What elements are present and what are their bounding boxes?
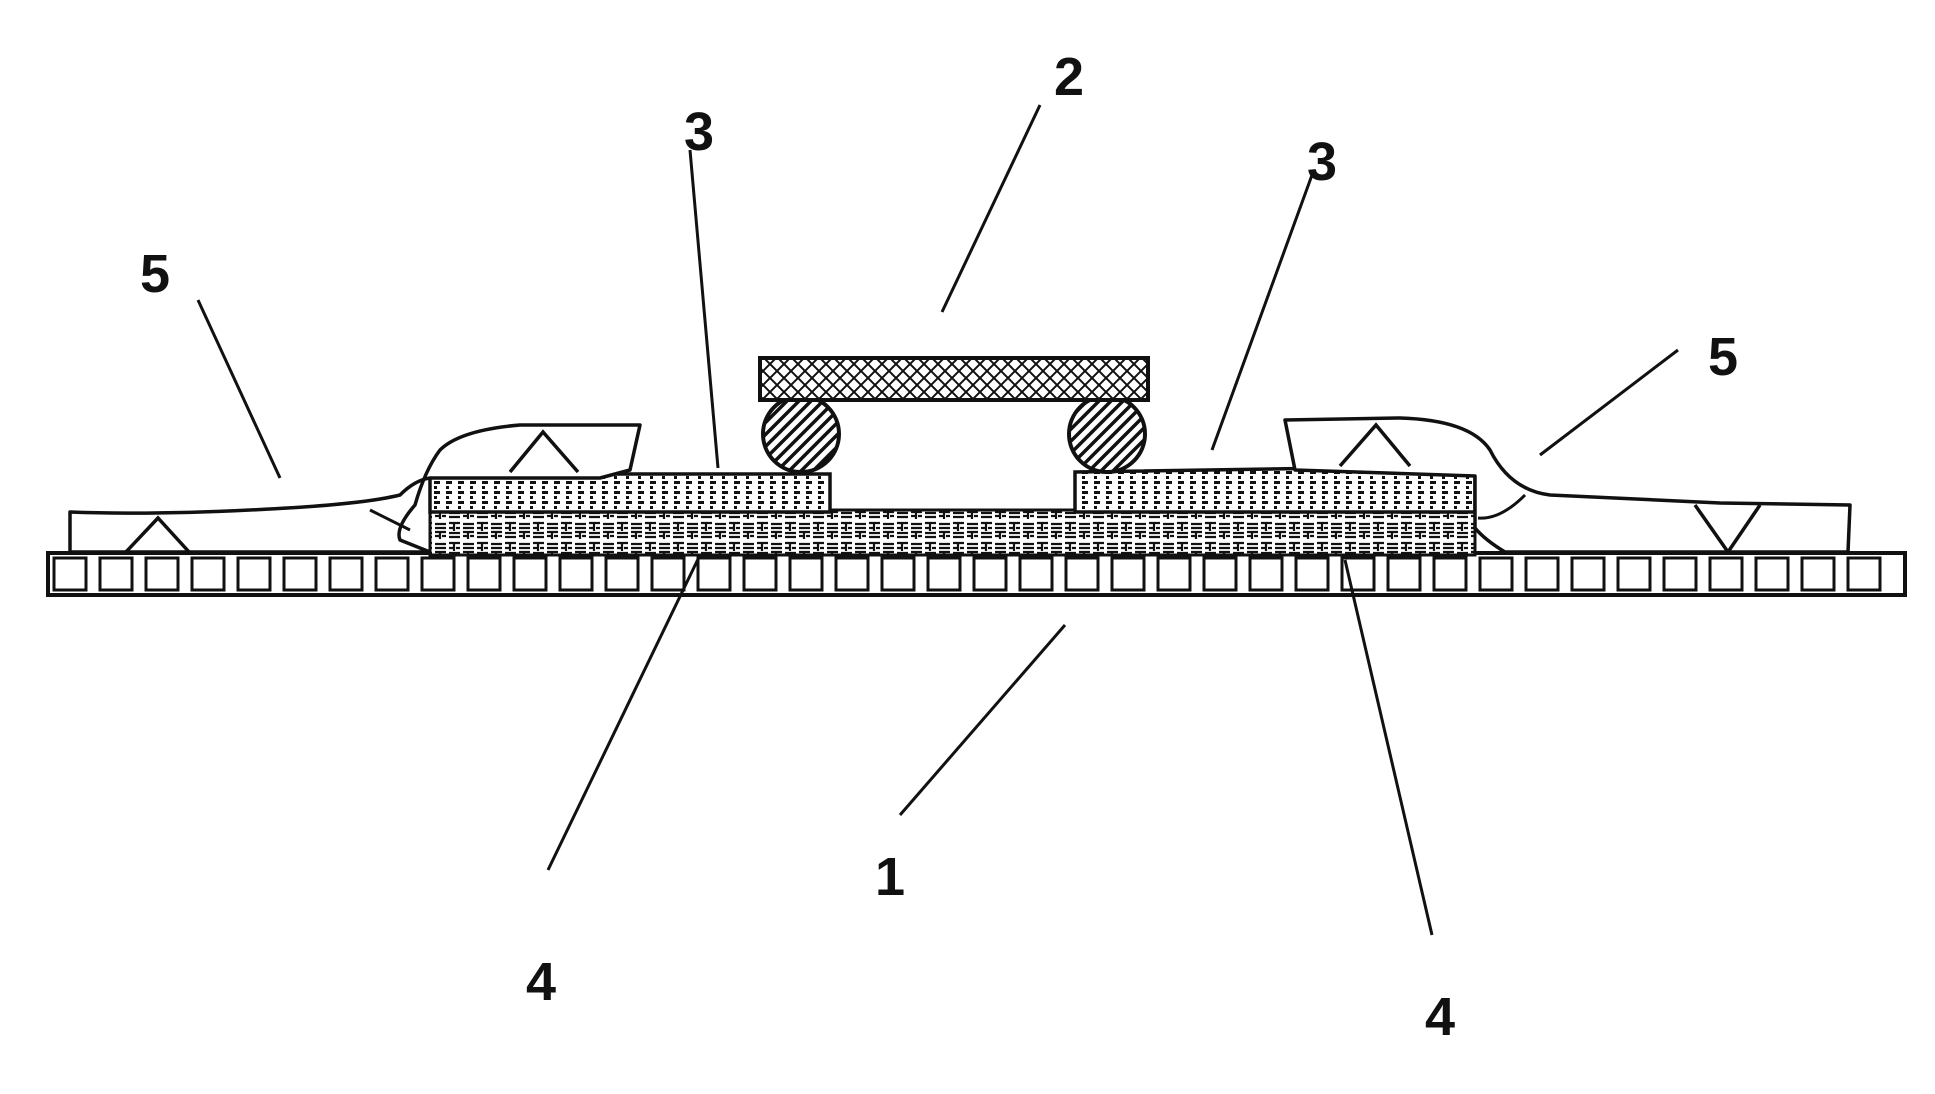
substrate-cell: [1066, 558, 1098, 590]
label-3-left: 3: [684, 102, 714, 162]
substrate-cell: [100, 558, 132, 590]
leader-line-3-right: [1212, 175, 1312, 450]
leader-line-1: [900, 625, 1065, 815]
substrate-cell: [514, 558, 546, 590]
substrate-cell: [330, 558, 362, 590]
substrate-cell: [1618, 558, 1650, 590]
substrate-cell: [1204, 558, 1236, 590]
substrate-cell: [1020, 558, 1052, 590]
substrate-cell: [376, 558, 408, 590]
substrate-cell: [238, 558, 270, 590]
substrate-cell: [422, 558, 454, 590]
label-4-right: 4: [1425, 987, 1455, 1047]
label-5-left: 5: [140, 244, 170, 304]
substrate-cell: [1710, 558, 1742, 590]
substrate-cell: [54, 558, 86, 590]
substrate-cell: [1756, 558, 1788, 590]
leader-line-2: [942, 105, 1040, 312]
label-3-right: 3: [1307, 132, 1337, 192]
leader-line-4-right: [1345, 560, 1432, 935]
substrate-cell: [882, 558, 914, 590]
substrate-cell: [1434, 558, 1466, 590]
substrate-cell: [1296, 558, 1328, 590]
substrate-cell: [1848, 558, 1880, 590]
solder-bump-right: [1069, 396, 1145, 472]
substrate-cell: [560, 558, 592, 590]
substrate: [48, 553, 1905, 595]
substrate-cell: [1802, 558, 1834, 590]
substrate-cell: [1664, 558, 1696, 590]
substrate-cell: [652, 558, 684, 590]
substrate-cell: [146, 558, 178, 590]
label-1: 1: [875, 847, 905, 907]
label-4-left: 4: [526, 952, 556, 1012]
substrate-cell: [974, 558, 1006, 590]
substrate-cell: [698, 558, 730, 590]
substrate-cell: [1388, 558, 1420, 590]
substrate-cell: [744, 558, 776, 590]
substrate-cell: [192, 558, 224, 590]
substrate-cell: [836, 558, 868, 590]
substrate-cell: [1112, 558, 1144, 590]
substrate-cell: [284, 558, 316, 590]
label-2: 2: [1054, 47, 1084, 107]
chip: [760, 358, 1148, 400]
substrate-cell: [1572, 558, 1604, 590]
substrate-cell: [606, 558, 638, 590]
leader-line-4-left: [548, 555, 700, 870]
solder-bump-left: [763, 396, 839, 472]
substrate-cell: [928, 558, 960, 590]
substrate-cell: [1480, 558, 1512, 590]
substrate-cell: [468, 558, 500, 590]
substrate-cell: [1158, 558, 1190, 590]
substrate-cell: [1526, 558, 1558, 590]
leader-line-5-right: [1540, 350, 1678, 455]
leader-line-3-left: [690, 150, 718, 468]
leader-line-5-left: [198, 300, 280, 478]
label-5-right: 5: [1708, 327, 1738, 387]
substrate-cell: [1250, 558, 1282, 590]
substrate-cell: [790, 558, 822, 590]
bonding-layer: [430, 510, 1475, 555]
